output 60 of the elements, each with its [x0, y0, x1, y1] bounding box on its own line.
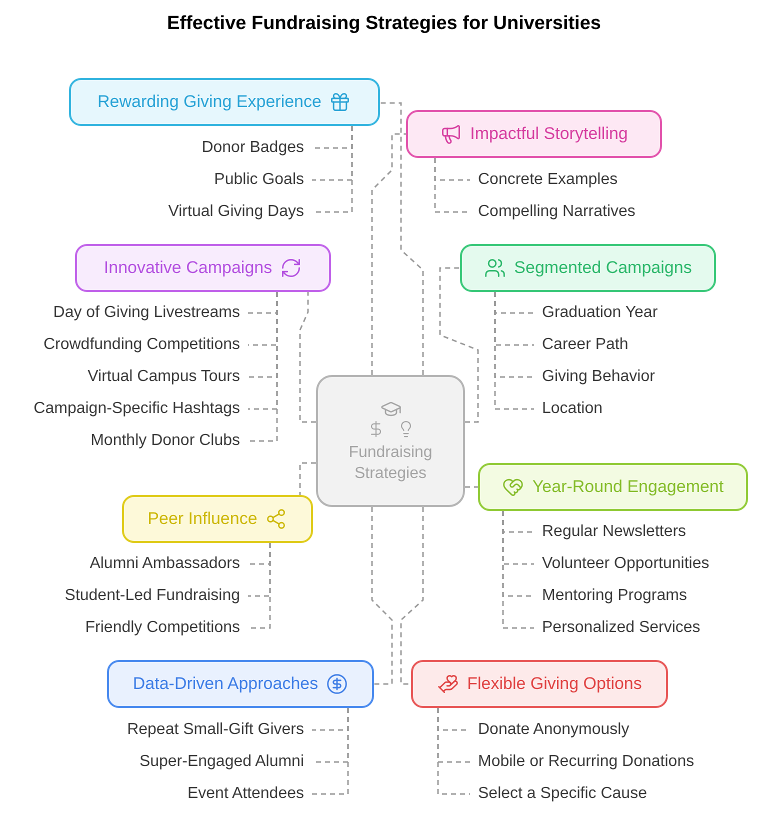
strategy-label: Data-Driven Approaches: [132, 673, 318, 696]
tactic-text: Volunteer Opportunities: [534, 552, 718, 576]
strategy-box: [122, 495, 313, 543]
tactic-text: Select a Specific Cause: [470, 782, 655, 806]
tactic-text: Monthly Donor Clubs: [82, 429, 248, 453]
dashed-connector: [312, 708, 349, 795]
tactic-text: Concrete Examples: [470, 168, 626, 192]
tactic-text: Campaign-Specific Hashtags: [26, 397, 248, 421]
central-topic-box: Fundraising Strategies: [316, 375, 465, 507]
tactic-text: Virtual Giving Days: [160, 200, 312, 224]
dashed-connector: [299, 462, 316, 495]
strategy-label: Peer Influence: [148, 508, 258, 530]
tactic-text: Repeat Small-Gift Givers: [119, 718, 312, 742]
dashed-connector: [248, 292, 278, 442]
strategy-label: Impactful Storytelling: [470, 123, 628, 146]
strategy-box: [406, 110, 662, 158]
tactic-text: Friendly Competitions: [77, 616, 248, 640]
strategy-label: Flexible Giving Options: [467, 673, 642, 696]
tactic-text: Graduation Year: [534, 301, 666, 325]
tactic-text: Student-Led Fundraising: [56, 584, 248, 608]
tactic-text: Location: [534, 397, 610, 421]
tactic-text: Event Attendees: [179, 782, 312, 806]
strategy-box: [411, 660, 668, 708]
dashed-connector: [400, 507, 424, 685]
tactic-text: Donor Badges: [194, 136, 312, 160]
strategy-box: [107, 660, 374, 708]
diagram-title: Effective Fundraising Strategies for Universities: [166, 12, 602, 36]
strategy-label: Rewarding Giving Experience: [98, 91, 322, 114]
dashed-connector: [439, 267, 479, 423]
tactic-text: Super-Engaged Alumni: [131, 750, 312, 774]
strategy-box: [75, 244, 331, 292]
dashed-connector: [299, 292, 316, 423]
dashed-connector: [437, 708, 470, 795]
dashed-connector: [371, 133, 406, 375]
tactic-text: Compelling Narratives: [470, 200, 644, 224]
dashed-connector: [371, 507, 393, 685]
dashed-connector: [380, 102, 424, 375]
tactic-text: Mentoring Programs: [534, 584, 695, 608]
tactic-text: Donate Anonymously: [470, 718, 638, 742]
tactic-text: Public Goals: [206, 168, 312, 192]
dashed-connector: [248, 543, 271, 629]
tactic-text: Mobile or Recurring Donations: [470, 750, 702, 774]
strategy-box: [69, 78, 380, 126]
dashed-connector: [494, 292, 534, 410]
strategy-box: [460, 244, 716, 292]
tactic-text: Career Path: [534, 333, 636, 357]
strategy-box: [478, 463, 748, 511]
tactic-text: Day of Giving Livestreams: [45, 301, 248, 325]
tactic-text: Personalized Services: [534, 616, 708, 640]
tactic-text: Virtual Campus Tours: [80, 365, 248, 389]
strategy-label: Year-Round Engagement: [532, 476, 724, 498]
tactic-text: Regular Newsletters: [534, 520, 694, 544]
dashed-connector: [502, 511, 534, 629]
strategy-label: Innovative Campaigns: [104, 257, 272, 280]
tactic-text: Alumni Ambassadors: [82, 552, 248, 576]
dashed-connector: [434, 158, 470, 213]
tactic-text: Giving Behavior: [534, 365, 663, 389]
strategy-label: Segmented Campaigns: [514, 257, 692, 280]
tactic-text: Crowdfunding Competitions: [35, 333, 248, 357]
dashed-connector: [465, 486, 478, 488]
